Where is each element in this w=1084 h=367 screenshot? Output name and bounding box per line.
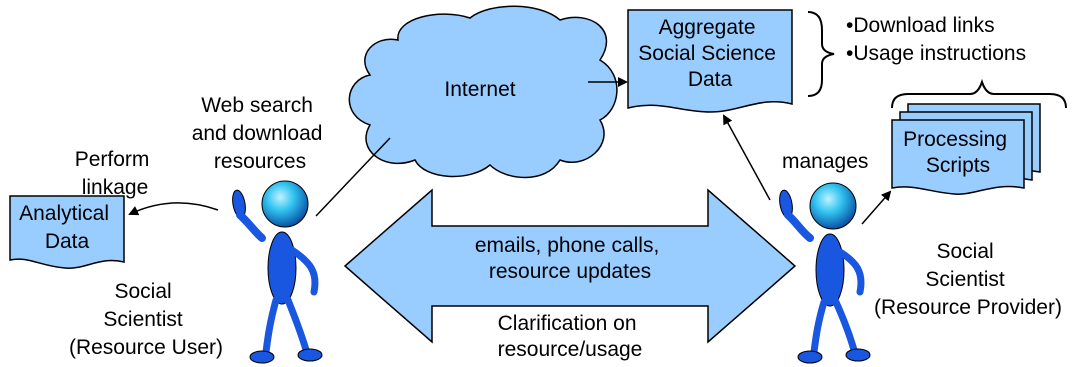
aggregate-data-label: Aggregate Social Science Data <box>638 16 782 91</box>
perform-linkage-label: Perform linkage <box>75 148 156 199</box>
manage-data-arrow <box>723 114 771 201</box>
top-brace <box>891 78 1067 109</box>
resource-user-figure <box>232 180 323 364</box>
analytical-data-label: Analytical Data <box>19 202 115 253</box>
provider-body <box>815 233 845 307</box>
user-caption: Social Scientist (Resource User) <box>69 280 223 359</box>
processing-scripts-stack: Processing Scripts <box>891 103 1041 195</box>
analytical-data-document: Analytical Data <box>9 195 125 269</box>
linkage-arrow <box>128 202 219 216</box>
user-head <box>261 180 309 228</box>
user-body <box>267 231 297 305</box>
bullet-list: •Download links •Usage instructions <box>846 14 1026 65</box>
aggregate-data-document: Aggregate Social Science Data <box>627 9 793 113</box>
processing-scripts-label: Processing Scripts <box>903 128 1013 177</box>
arrow-top-text: emails, phone calls, resource updates <box>475 234 665 283</box>
web-search-label: Web search and download resources <box>192 94 329 173</box>
user-to-cloud-line <box>315 137 391 217</box>
provider-head <box>809 182 857 230</box>
right-brace <box>807 11 835 97</box>
resource-provider-figure <box>779 182 871 364</box>
internet-cloud: Internet <box>348 5 618 179</box>
manages-label: manages <box>782 150 868 173</box>
manage-scripts-arrow <box>861 190 892 225</box>
connectors <box>128 77 892 225</box>
internet-label: Internet <box>444 78 515 101</box>
arrow-bottom-text: Clarification on resource/usage <box>498 312 643 361</box>
provider-caption: Social Scientist (Resource Provider) <box>874 240 1062 319</box>
communication-double-arrow: emails, phone calls, resource updates Cl… <box>343 188 797 361</box>
